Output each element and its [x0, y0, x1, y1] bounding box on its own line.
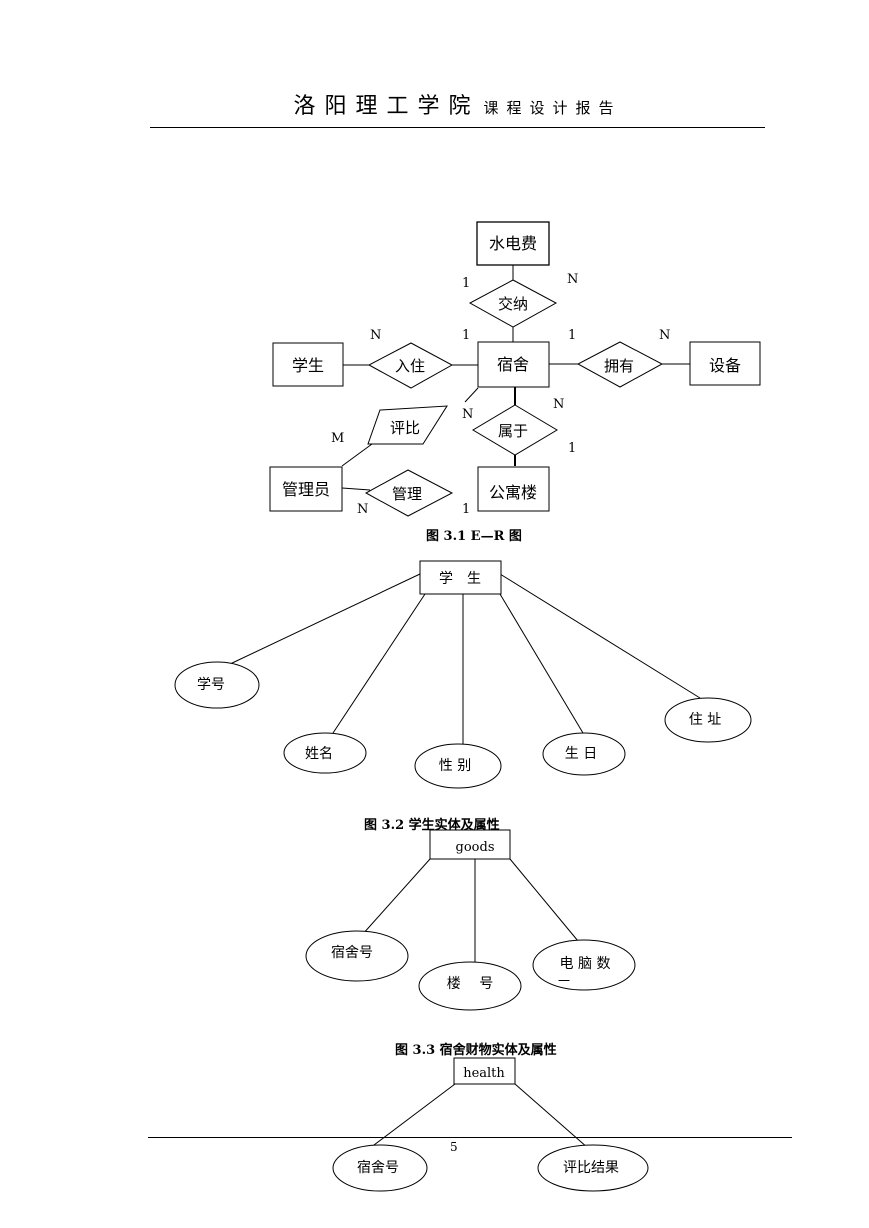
attr-ellipse	[532, 939, 636, 991]
relation-diamond	[472, 404, 558, 456]
school-name: 洛阳理工学院	[293, 94, 480, 119]
cardinality-label: N	[357, 502, 368, 517]
entity-label-health: health	[463, 1066, 505, 1081]
attr-label: 住 址	[689, 712, 721, 728]
figure-caption-er: 图 3.1 E—R 图	[426, 529, 522, 544]
entity-label-guanliyuan: 管理员	[282, 480, 330, 499]
entity-label-shuidian: 水电费	[489, 234, 537, 253]
attr-line	[361, 858, 431, 936]
attr-label: 宿舍号	[357, 1159, 399, 1176]
cardinality-label: N	[567, 272, 578, 287]
footer-rule	[148, 1137, 792, 1138]
cardinality-label: 1	[462, 276, 470, 291]
cardinality-label: N	[370, 328, 381, 343]
attr-label: 宿舍号	[331, 944, 373, 961]
entity-box	[689, 341, 761, 386]
relation-diamond	[367, 342, 454, 389]
attr-ellipse	[305, 930, 409, 982]
attr-ellipse	[664, 697, 752, 743]
attr-label: 一	[558, 974, 570, 988]
cardinality-label: N	[659, 328, 670, 343]
cardinality-label: N	[462, 407, 473, 422]
cardinality-label: 1	[568, 441, 576, 456]
entity-box-health	[453, 1057, 516, 1085]
figure-caption-student: 图 3.2 学生实体及属性	[364, 818, 500, 833]
relation-label-shuyu: 属于	[498, 422, 528, 440]
relation-diamond	[576, 341, 664, 388]
relation-diamond	[468, 279, 558, 328]
attr-line	[369, 1083, 456, 1149]
cardinality-label: N	[553, 397, 564, 412]
cardinality-label: M	[331, 431, 344, 446]
attr-ellipse	[418, 961, 522, 1011]
relation-diamond	[364, 469, 454, 517]
entity-box	[477, 341, 550, 388]
attr-ellipse	[542, 732, 626, 776]
entity-label-sushe: 宿舍	[497, 355, 529, 374]
header-rule	[150, 127, 765, 128]
attr-line	[332, 593, 426, 734]
er-line	[464, 387, 479, 403]
attr-label: 电 脑 数	[560, 956, 611, 972]
relation-parallelogram	[367, 405, 448, 445]
cardinality-label: 1	[462, 328, 470, 343]
entity-box	[477, 466, 550, 512]
relation-label-ruzhu: 入住	[395, 357, 425, 375]
relation-label-guanli: 管理	[392, 485, 422, 503]
report-type: 课程设计报告	[483, 99, 622, 117]
cardinality-label: 1	[462, 502, 470, 517]
entity-label-gongyulou: 公寓楼	[489, 483, 537, 502]
attr-label: 楼 号	[447, 976, 493, 992]
attr-ellipse	[174, 661, 260, 709]
relation-label-pingbi: 评比	[390, 419, 420, 437]
attr-ellipse	[283, 732, 367, 774]
relation-label-yongyou: 拥有	[604, 357, 634, 375]
attr-line	[509, 858, 579, 942]
attr-label: 性 别	[439, 758, 471, 774]
attr-line	[514, 1083, 589, 1149]
relation-label-jiaona: 交纳	[498, 295, 528, 313]
attr-ellipse	[414, 743, 502, 789]
entity-label-shebei: 设备	[709, 356, 741, 375]
entity-label-xuesheng: 学生	[292, 356, 324, 375]
cardinality-label: 1	[568, 328, 576, 343]
attr-label: 评比结果	[563, 1160, 619, 1176]
entity-box-goods	[429, 829, 511, 860]
attr-line	[227, 573, 421, 666]
er-line	[341, 443, 373, 467]
figure-caption-goods: 图 3.3 宿舍财物实体及属性	[395, 1043, 557, 1058]
entity-box	[476, 221, 550, 266]
attr-label: 生 日	[565, 746, 597, 762]
attr-line	[499, 593, 584, 734]
attr-label: 学号	[197, 677, 225, 693]
entity-box-student	[419, 560, 502, 595]
entity-box	[272, 342, 344, 387]
entity-box	[269, 466, 343, 512]
attr-ellipse	[537, 1144, 649, 1192]
entity-label-goods: goods	[456, 840, 495, 855]
attr-label: 姓名	[305, 746, 333, 762]
attr-line	[499, 573, 701, 699]
page-header: 洛阳理工学院课程设计报告	[150, 88, 765, 120]
attr-ellipse	[332, 1144, 428, 1192]
er-line	[341, 487, 371, 491]
page-number: 5	[450, 1140, 458, 1154]
entity-label-student: 学 生	[439, 571, 481, 587]
